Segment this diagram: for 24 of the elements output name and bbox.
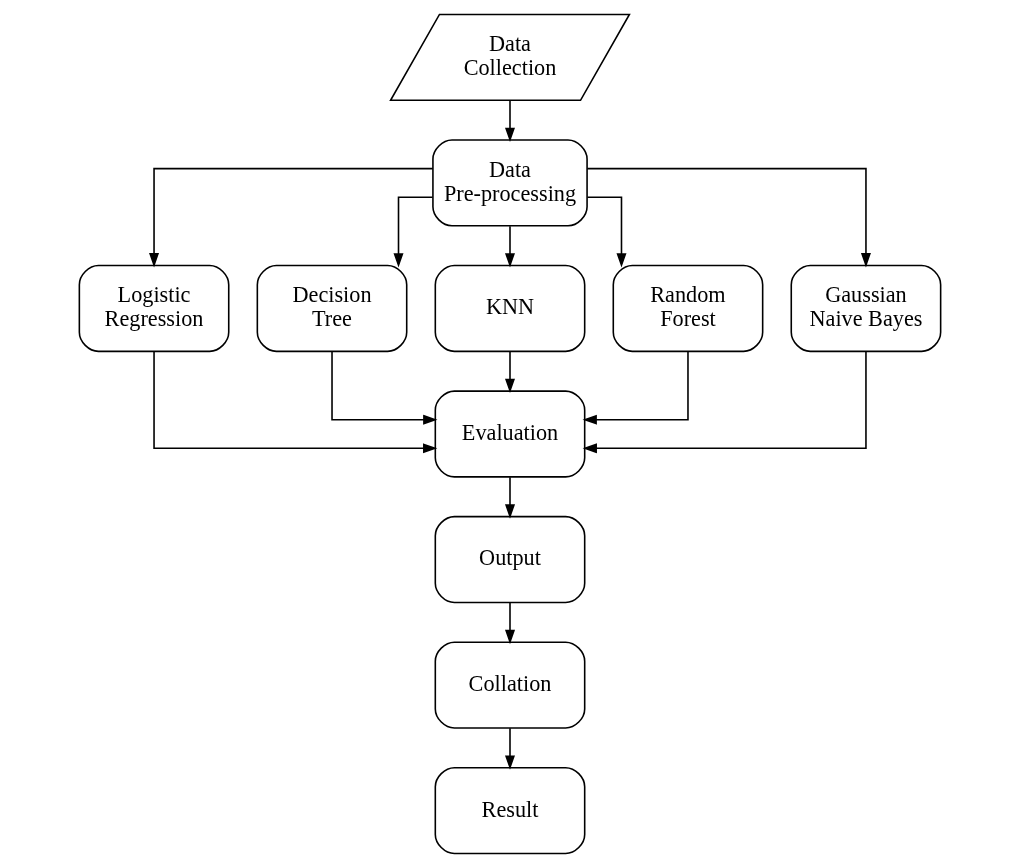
node-box: Random Forest bbox=[612, 264, 764, 353]
node-box: Result bbox=[434, 766, 586, 855]
node-box: Collation bbox=[434, 641, 586, 729]
arrow bbox=[505, 99, 515, 143]
node-box: Gaussian Naive Bayes bbox=[790, 264, 942, 353]
node-box: Logistic Regression bbox=[78, 264, 230, 353]
arrow bbox=[149, 167, 434, 268]
arrow bbox=[586, 167, 871, 268]
arrow bbox=[505, 601, 515, 645]
arrow bbox=[586, 196, 627, 268]
arrow bbox=[582, 351, 689, 425]
node-box: Data Pre-processing bbox=[432, 139, 588, 227]
node-box: Evaluation bbox=[434, 390, 586, 478]
node-box: Decision Tree bbox=[256, 264, 408, 353]
node-box: KNN bbox=[434, 264, 586, 353]
node-box: Output bbox=[434, 515, 586, 604]
arrow bbox=[505, 225, 515, 268]
arrow bbox=[582, 351, 867, 454]
arrow bbox=[153, 351, 438, 454]
arrow bbox=[505, 727, 515, 770]
arrow bbox=[331, 351, 438, 425]
arrow bbox=[393, 196, 434, 268]
arrow bbox=[505, 476, 515, 519]
arrow bbox=[505, 350, 515, 394]
